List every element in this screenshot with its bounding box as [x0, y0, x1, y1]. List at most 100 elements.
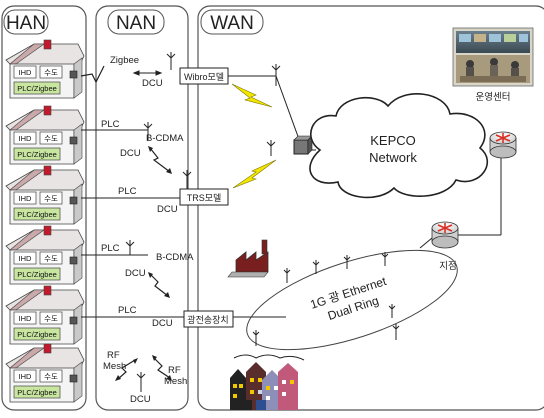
rf-label-right-2: Mesh	[164, 376, 187, 387]
zigbee-label: Zigbee	[110, 55, 139, 66]
dcu-label-4: DCU	[125, 268, 146, 279]
dcu-label-3: DCU	[157, 204, 178, 215]
plc-zigbee-badge	[13, 207, 61, 221]
lightning-icon	[232, 159, 277, 189]
ihd-label: IHD	[19, 254, 33, 263]
ihd-box	[13, 191, 37, 205]
wibro-label: Wibro모델	[184, 71, 224, 82]
water-meter-box	[39, 131, 63, 145]
chimney-icon	[43, 285, 52, 296]
rf-mesh-link-right	[153, 357, 171, 379]
house-side	[73, 361, 83, 403]
ihd-label: IHD	[19, 68, 33, 77]
meter-port-icon	[69, 256, 78, 265]
rf-mesh-link-left	[117, 359, 136, 380]
ihd-label: IHD	[19, 134, 33, 143]
factory-icon	[227, 239, 269, 278]
plc-label-2: PLC	[118, 186, 137, 197]
water-meter-box	[39, 65, 63, 79]
dcu-antenna-icon	[166, 52, 176, 70]
chimney-icon	[43, 39, 52, 50]
wibro-module[interactable]	[179, 67, 229, 85]
plc-label-1: PLC	[101, 119, 120, 130]
dcu-antenna-icon	[125, 240, 135, 255]
ihd-label: IHD	[19, 314, 33, 323]
wan-zone	[197, 5, 544, 411]
house-side	[73, 57, 83, 99]
plc-zigbee-badge	[13, 385, 61, 399]
plc-label-3: PLC	[101, 243, 120, 254]
plc-zigbee-badge	[13, 327, 61, 341]
dcu-label-1: DCU	[142, 78, 163, 89]
wan-title: WAN	[210, 13, 254, 34]
house-side	[73, 183, 83, 225]
chimney-icon	[43, 225, 52, 236]
rf-label-left-1: RF	[107, 350, 120, 361]
dcu-label-5: DCU	[152, 318, 173, 329]
nan-zone	[95, 5, 189, 411]
meter-port-icon	[69, 316, 78, 325]
house: IHD 수도 PLC/Zigbee	[5, 285, 85, 345]
water-meter-label: 수도	[44, 372, 58, 381]
water-meter-label: 수도	[44, 68, 58, 77]
meter-port-icon	[69, 374, 78, 383]
lightning-icon	[231, 83, 273, 108]
ihd-label: IHD	[19, 194, 33, 203]
plc-zigbee-label: PLC/Zigbee	[17, 330, 57, 339]
distribution-line	[233, 354, 305, 361]
meter-port-icon	[69, 196, 78, 205]
kepco-network-cloud	[309, 93, 488, 199]
plc-zigbee-label: PLC/Zigbee	[17, 84, 57, 93]
antenna-icon	[182, 170, 192, 189]
wireless-arrow-2	[149, 273, 169, 297]
water-meter-label: 수도	[44, 134, 58, 143]
plc-zigbee-badge	[13, 267, 61, 281]
plc-zigbee-label: PLC/Zigbee	[17, 150, 57, 159]
kepco-label-2: Network	[369, 150, 417, 165]
connection-lines	[81, 75, 502, 318]
trs-module[interactable]	[179, 188, 229, 206]
house: IHD 수도 PLC/Zigbee	[5, 105, 85, 165]
house-side	[73, 123, 83, 165]
water-meter-box	[39, 311, 63, 325]
water-meter-label: 수도	[44, 254, 58, 263]
meter-port-icon	[69, 70, 78, 79]
water-meter-label: 수도	[44, 314, 58, 323]
antenna-icon	[266, 140, 276, 156]
trs-label: TRS모델	[187, 192, 222, 203]
water-meter-box	[39, 251, 63, 265]
operations-center-photo	[452, 27, 534, 87]
town-icon	[230, 362, 298, 410]
ops-center-label: 운영센터	[476, 92, 511, 103]
router-icon	[431, 221, 459, 249]
rf-label-left-2: Mesh	[103, 361, 126, 372]
nan-title: NAN	[116, 13, 156, 34]
ethernet-dual-ring	[246, 249, 458, 351]
house: IHD 수도 PLC/Zigbee	[5, 39, 85, 99]
b-cdma-label-1: B-CDMA	[146, 133, 184, 144]
antenna-icon	[271, 64, 281, 86]
meter-port-icon	[69, 136, 78, 145]
plc-label-4: PLC	[118, 305, 137, 316]
arrow-zigbee-dcu	[132, 70, 163, 76]
chimney-icon	[43, 343, 52, 354]
b-cdma-label-2: B-CDMA	[156, 252, 194, 263]
wireless-arrow-1	[149, 147, 171, 173]
rf-label-right-1: RF	[168, 365, 181, 376]
ihd-label: IHD	[19, 372, 33, 381]
dcu-antenna-icon	[136, 372, 146, 392]
water-meter-box	[39, 191, 63, 205]
branch-label: 지점	[439, 260, 456, 272]
ihd-box	[13, 65, 37, 79]
dcu-antenna-icon	[143, 122, 153, 140]
zigbee-link	[80, 65, 105, 84]
dcu-label-6: DCU	[130, 394, 151, 405]
han-title: HAN	[6, 13, 46, 34]
optical-transmission-device[interactable]	[183, 310, 234, 328]
chimney-icon	[43, 165, 52, 176]
